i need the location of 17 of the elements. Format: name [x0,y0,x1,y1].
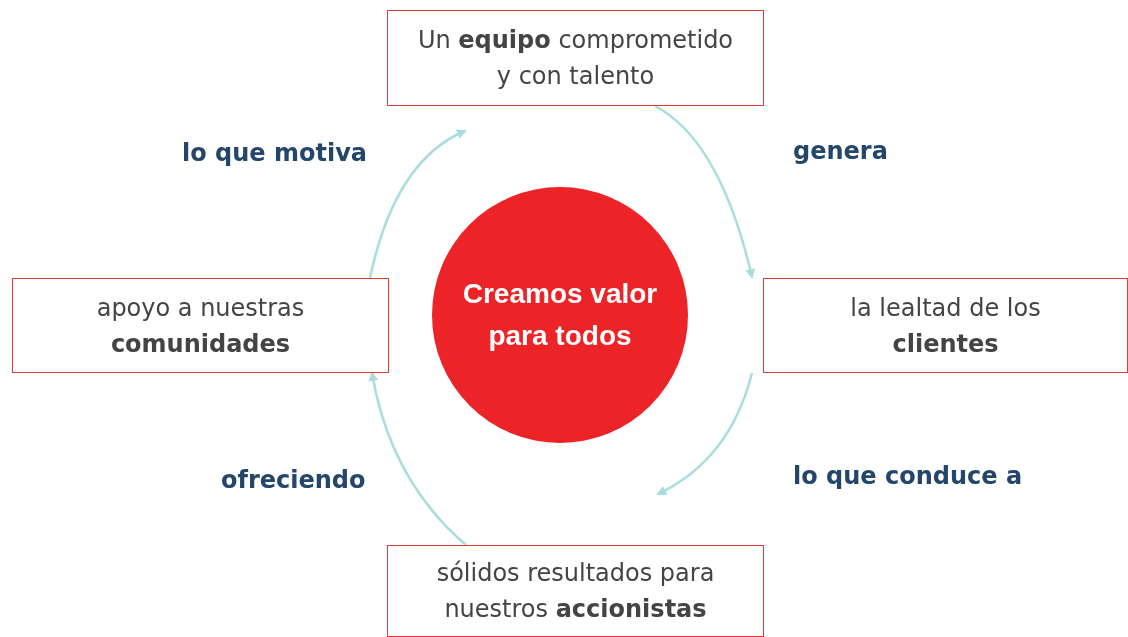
text-box [12,278,389,373]
edge-label: lo que conduce a [793,462,1023,490]
text-box [763,278,1128,373]
text-box [387,10,764,106]
edge-label: lo que motiva [182,139,367,167]
box-text: Un equipo comprometido y con talento [417,25,734,92]
box-text: sólidos resultados para nuestros accionistas [435,558,716,625]
text-box [387,545,764,637]
box-text: la lealtad de los clientes [849,292,1042,360]
circle-text: Creamos valor para todos [461,277,659,353]
edge-label: genera [793,137,888,165]
box-text: apoyo a nuestras comunidades [95,292,306,360]
curved-arrow [654,104,755,279]
curved-arrow [368,371,467,546]
curved-arrow [368,129,467,279]
curved-arrow [656,372,754,496]
edge-label: ofreciendo [221,466,366,494]
